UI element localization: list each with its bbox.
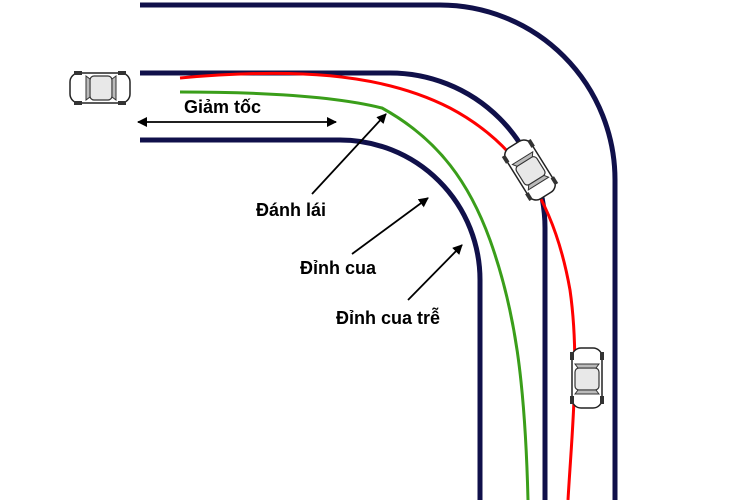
car-icon-exit — [569, 347, 605, 409]
late-apex-arrow — [407, 244, 463, 301]
road-edges — [140, 2, 618, 500]
late-apex-label: Đỉnh cua trễ — [336, 307, 440, 328]
geometric-line-green — [179, 90, 530, 500]
apex-arrow — [351, 197, 429, 255]
car-icon-corner — [498, 134, 562, 206]
car-icon-straight — [69, 70, 131, 106]
deceleration-label: Giảm tốc — [184, 97, 261, 117]
road-middle-edge — [140, 70, 548, 500]
turn-in-label: Đánh lái — [256, 200, 326, 220]
turn-in-arrow — [311, 113, 387, 195]
road-inner-edge — [140, 137, 483, 500]
apex-label: Đỉnh cua — [300, 258, 377, 278]
road-outer-edge — [140, 2, 618, 500]
